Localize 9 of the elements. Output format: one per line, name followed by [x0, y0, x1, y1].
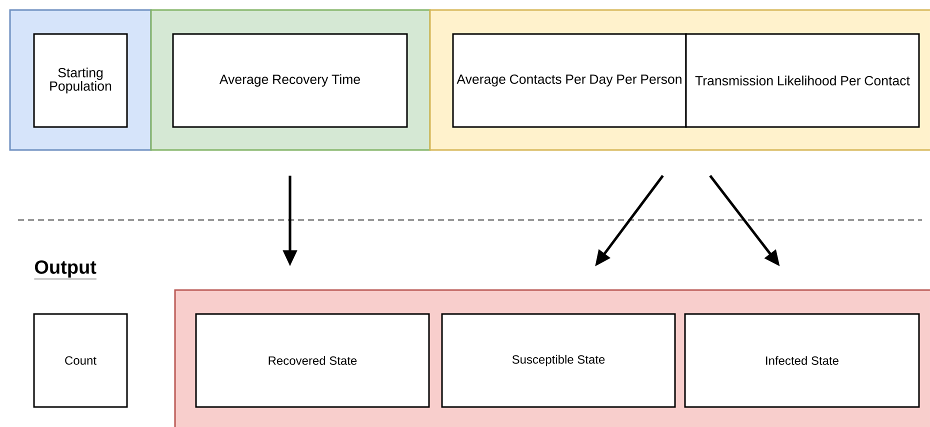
text-box: Susceptible State [441, 313, 676, 408]
text-box: Infected State [684, 313, 920, 408]
section-heading: Output [34, 260, 97, 280]
text-box: Starting Population [33, 33, 128, 128]
text-box: Average Recovery Time [172, 33, 408, 128]
text-box: Count [33, 313, 128, 408]
text-box: Average Contacts Per Day Per Person [452, 33, 687, 128]
text-box: Transmission Likelihood Per Contact [685, 33, 920, 128]
text-box: Recovered State [195, 313, 430, 408]
